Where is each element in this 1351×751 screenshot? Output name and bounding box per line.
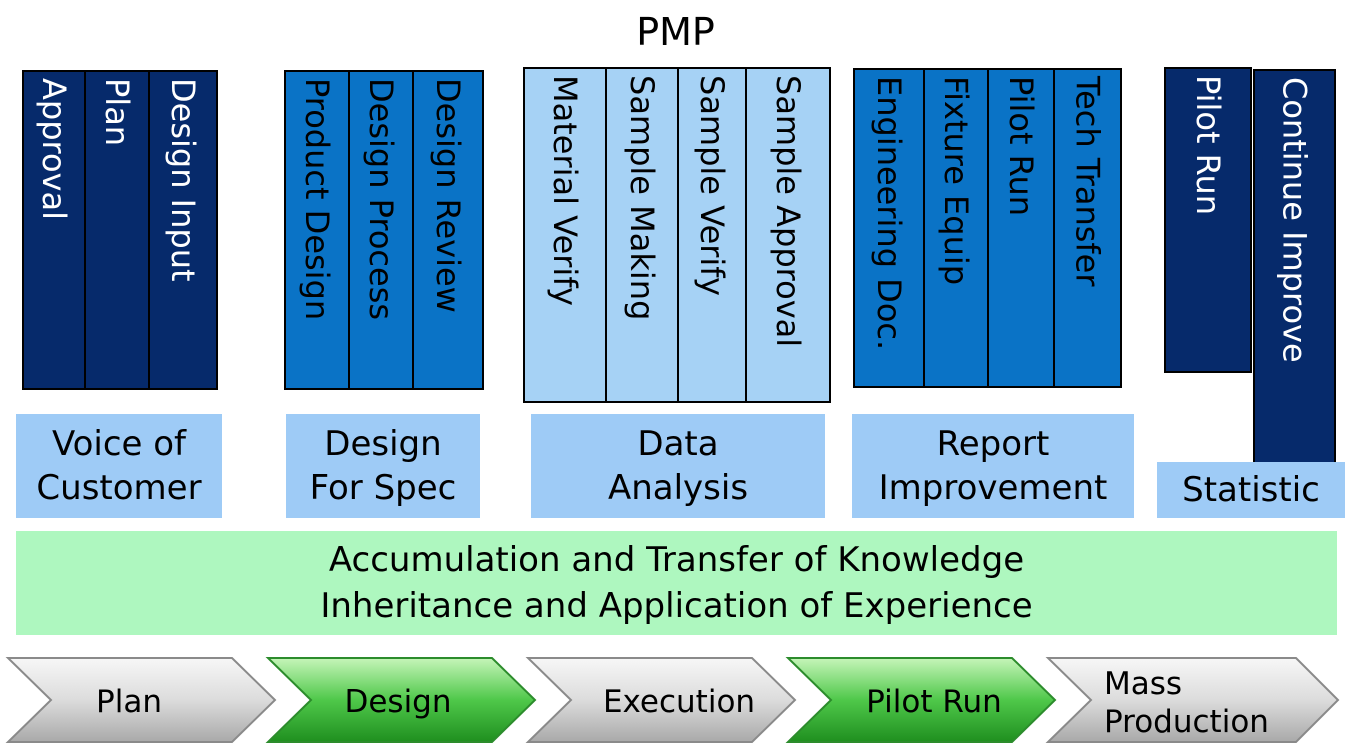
step-pilot-run-label: Pilot Run [866, 684, 1002, 720]
group-voice-of-customer: Approval Plan Design Input [22, 70, 218, 390]
step-mass-label: Mass [1104, 666, 1182, 702]
step-mass-production: Mass Production [1045, 657, 1340, 743]
column-sample-approval: Sample Approval [745, 67, 831, 403]
column-material-verify: Material Verify [523, 67, 607, 403]
column-sample-making: Sample Making [605, 67, 679, 403]
page-title: PMP [636, 10, 715, 54]
column-design-process: Design Process [348, 70, 414, 390]
column-tech-transfer: Tech Transfer [1053, 68, 1122, 388]
label-statistic: Statistic [1157, 462, 1345, 518]
column-pilot-run-statistic: Pilot Run [1164, 67, 1252, 373]
column-sample-verify: Sample Verify [677, 67, 747, 403]
knowledge-line-1: Accumulation and Transfer of Knowledge [328, 540, 1025, 580]
step-pilot-run: Pilot Run [785, 657, 1057, 743]
column-plan: Plan [84, 70, 150, 390]
group-report-improvement: Engineering Doc. Fixture Equip Pilot Run… [853, 68, 1122, 388]
knowledge-band: Accumulation and Transfer of Knowledge I… [16, 531, 1337, 635]
column-engineering-doc: Engineering Doc. [853, 68, 925, 388]
group-design-for-spec: Product Design Design Process Design Rev… [284, 70, 484, 390]
step-plan: Plan [5, 657, 277, 743]
column-approval: Approval [22, 70, 86, 390]
column-design-input: Design Input [148, 70, 218, 390]
step-execution: Execution [525, 657, 797, 743]
column-continue-improve: Continue Improve [1253, 69, 1336, 465]
step-design: Design [265, 657, 537, 743]
process-flow: Plan Design Execution Pilot Run Mass Pro… [5, 657, 1340, 743]
knowledge-line-2: Inheritance and Application of Experienc… [320, 586, 1033, 626]
column-pilot-run: Pilot Run [987, 68, 1055, 388]
step-plan-label: Plan [96, 684, 162, 720]
column-fixture-equip: Fixture Equip [923, 68, 989, 388]
group-data-analysis: Material Verify Sample Making Sample Ver… [523, 67, 831, 403]
column-product-design: Product Design [284, 70, 350, 390]
step-execution-label: Execution [603, 684, 755, 720]
step-design-label: Design [344, 684, 451, 720]
column-design-review: Design Review [412, 70, 484, 390]
step-production-label: Production [1104, 704, 1269, 740]
